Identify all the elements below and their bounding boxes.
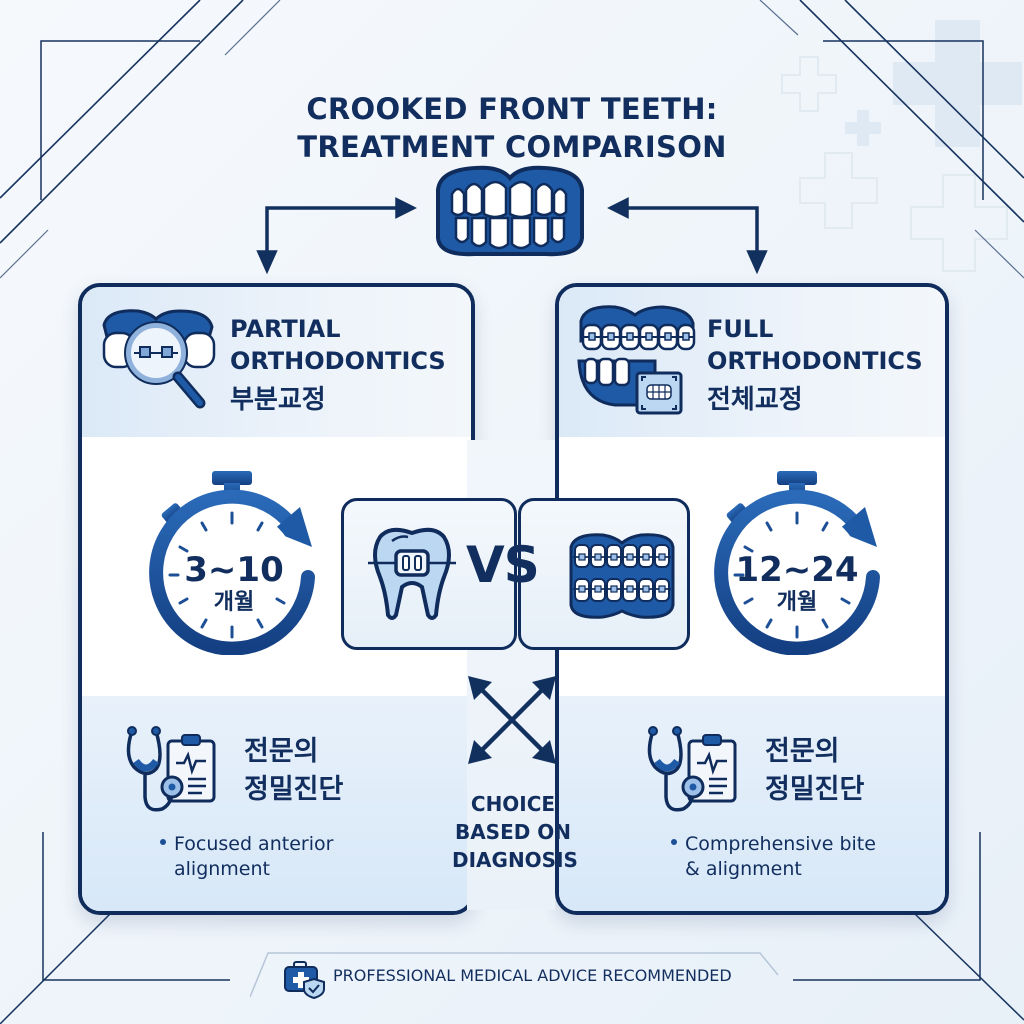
diagnosis-line-1: 전문의 — [244, 736, 319, 767]
card-title: FULL ORTHODONTICS — [707, 313, 923, 377]
diagnosis-line-2: 정밀진단 — [765, 774, 865, 805]
magnifier-braces-icon — [102, 309, 216, 409]
stethoscope-clipboard-icon — [647, 726, 737, 812]
bullet-line-2: & alignment — [685, 858, 802, 880]
partial-duration: 3~10 개월 — [168, 551, 300, 617]
choice-line-2: BASED ON — [454, 820, 572, 844]
medical-kit-shield-icon — [284, 961, 325, 999]
bullet-dot — [671, 838, 677, 845]
card-title-line-1: FULL — [707, 315, 774, 343]
card-title: PARTIAL ORTHODONTICS — [230, 313, 446, 377]
choice-line-3: DIAGNOSIS — [452, 848, 578, 872]
title-line-2: TREATMENT COMPARISON — [297, 130, 727, 164]
vs-label: VS — [466, 536, 540, 594]
page-title: CROOKED FRONT TEETH: TREATMENT COMPARISO… — [0, 90, 1024, 166]
bullet-line-1: Focused anterior — [174, 833, 334, 855]
stopwatch-icon — [714, 471, 880, 655]
diagnosis-label: 전문의 정밀진단 — [765, 733, 864, 809]
duration-unit: 개월 — [776, 590, 818, 615]
full-braces-xray-icon — [577, 305, 696, 415]
vs-right-box — [518, 498, 690, 650]
card-title-line-2: ORTHODONTICS — [707, 347, 923, 375]
card-title-line-1: PARTIAL — [230, 315, 341, 343]
four-way-arrows-icon — [468, 676, 556, 764]
diagnosis-line-1: 전문의 — [765, 736, 840, 767]
diagnosis-label: 전문의 정밀진단 — [244, 733, 343, 809]
full-duration: 12~24 개월 — [727, 551, 867, 617]
teeth-icon — [436, 165, 584, 257]
braces-arch-icon — [569, 533, 675, 619]
choice-label: CHOICE BASED ON DIAGNOSIS — [452, 790, 578, 874]
card-title-line-2: ORTHODONTICS — [230, 347, 446, 375]
vs-left-box — [341, 498, 517, 650]
full-orthodontics-card: FULL ORTHODONTICS 전체교정 12~24 개월 — [555, 283, 949, 915]
title-line-1: CROOKED FRONT TEETH: — [306, 92, 718, 126]
card-footer-band — [559, 696, 945, 911]
bullet-line-1: Comprehensive bite — [685, 833, 876, 855]
stethoscope-clipboard-icon — [126, 726, 216, 812]
duration-unit: 개월 — [213, 590, 255, 615]
choice-line-1: CHOICE — [470, 792, 556, 816]
footer-banner: PROFESSIONAL MEDICAL ADVICE RECOMMENDED — [250, 952, 779, 1001]
bullet-line-2: alignment — [174, 858, 270, 880]
partial-bullet: Focused anterior alignment — [160, 832, 333, 882]
tooth-bracket-icon — [368, 527, 456, 620]
partial-orthodontics-card: PARTIAL ORTHODONTICS 부분교정 3~10 개월 — [78, 283, 475, 915]
diagnosis-line-2: 정밀진단 — [244, 774, 344, 805]
footer-text: PROFESSIONAL MEDICAL ADVICE RECOMMENDED — [333, 966, 732, 985]
footer-frame — [250, 952, 779, 998]
duration-value: 3~10 — [184, 550, 284, 590]
duration-value: 12~24 — [735, 550, 859, 590]
stopwatch-icon — [149, 471, 315, 655]
card-title-korean: 부분교정 — [230, 385, 326, 415]
card-title-korean: 전체교정 — [707, 385, 803, 415]
full-bullet: Comprehensive bite & alignment — [671, 832, 876, 882]
bullet-dot — [160, 838, 166, 845]
